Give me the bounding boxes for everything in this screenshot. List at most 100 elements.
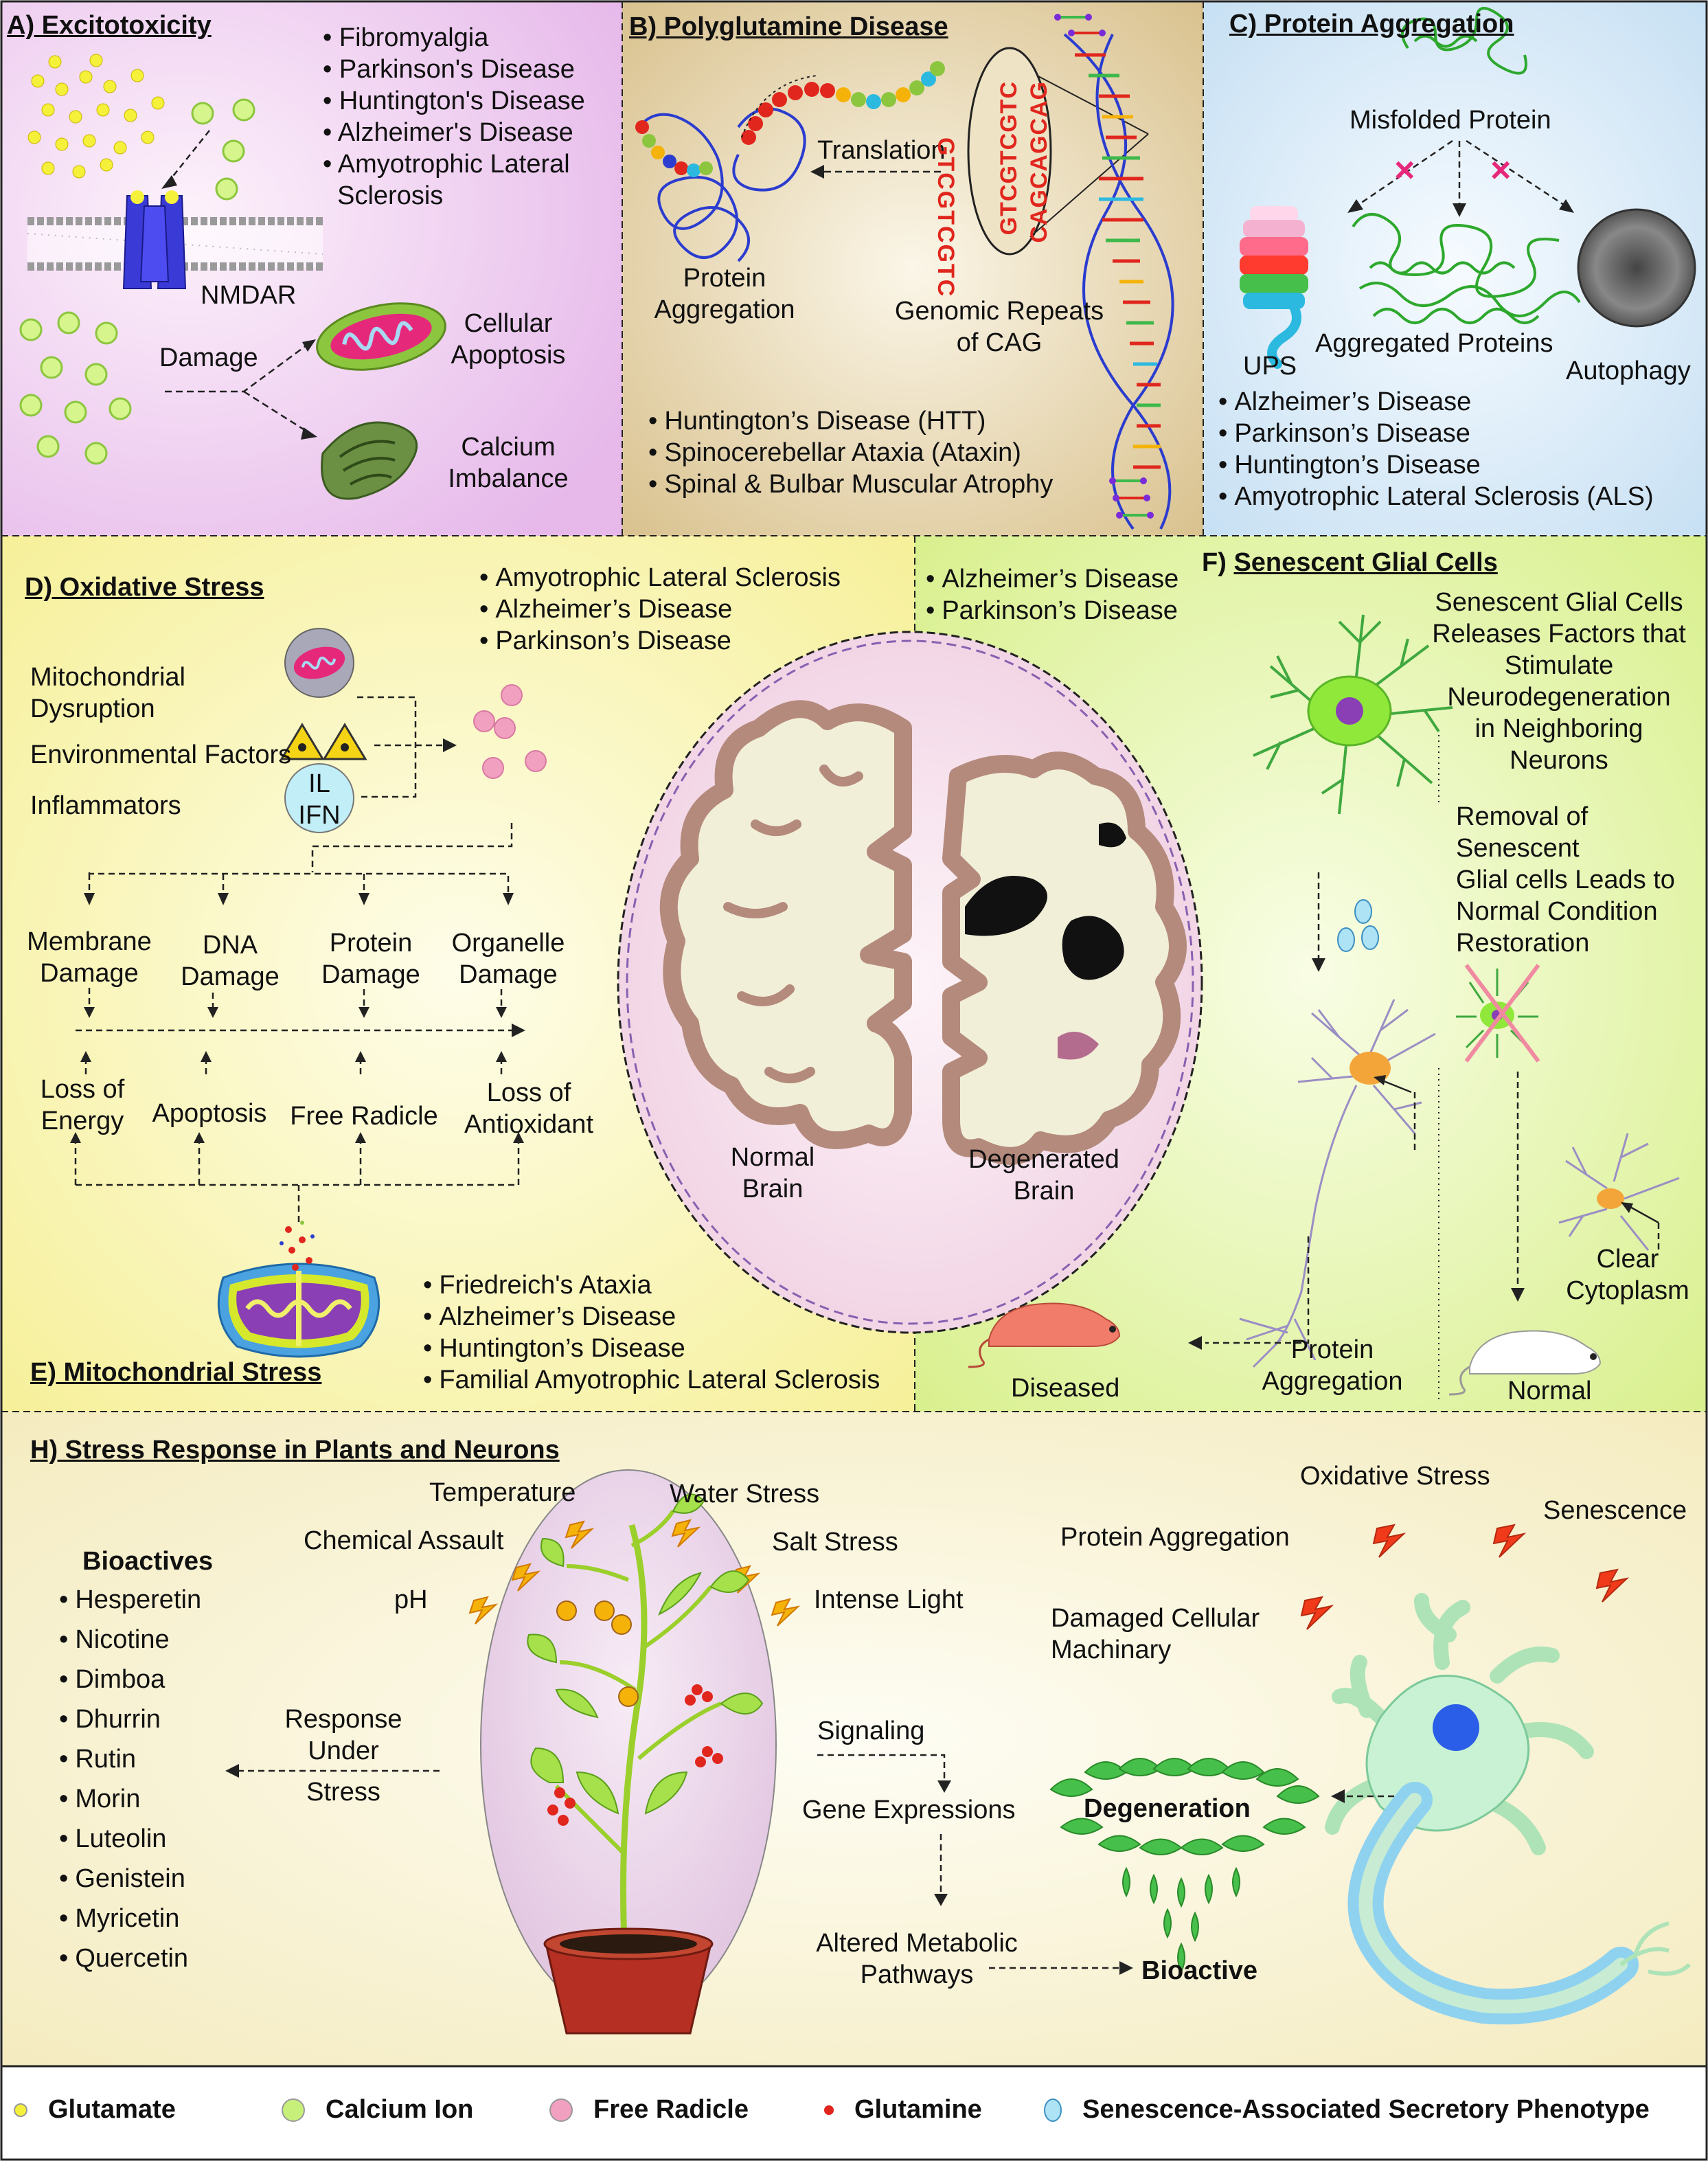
mouse-normal xyxy=(1448,1330,1602,1396)
legend-swatch-icon xyxy=(1044,2098,1062,2122)
list-item: Dhurrin xyxy=(59,1699,201,1739)
list-item: Familial Amyotrophic Lateral Sclerosis xyxy=(423,1364,880,1396)
list-item: Huntington’s Disease (HTT) xyxy=(648,405,1053,437)
inflammator-circle xyxy=(284,763,354,833)
list-item: • Parkinson's Disease xyxy=(323,55,575,84)
cag-ellipse xyxy=(967,47,1149,256)
senescent-glial-cell xyxy=(1253,614,1453,815)
degenerated-brain-hemisphere xyxy=(942,751,1187,1165)
hazard-icon-2 xyxy=(322,723,367,760)
degeneration-leaves xyxy=(1049,1758,1320,1973)
list-item: Sclerosis xyxy=(323,181,444,210)
normal-mouse-label: Normal xyxy=(1507,1377,1592,1405)
aggregated-proteins-label: Aggregated Proteins xyxy=(1315,329,1553,358)
text-line: in Neighboring xyxy=(1474,714,1643,743)
text-line: Releases Factors that xyxy=(1432,620,1686,648)
legend-swatch-icon xyxy=(282,2098,305,2122)
removed-glial-cell xyxy=(1456,964,1540,1063)
list-item: Huntington’s Disease xyxy=(423,1333,880,1364)
panel-b-title: B) Polyglutamine Disease xyxy=(629,12,948,41)
list-item: Morin xyxy=(59,1779,201,1819)
list-item: Amyotrophic Lateral Sclerosis xyxy=(479,562,841,593)
er-calcium xyxy=(321,421,418,500)
panel-b-disease-list: Huntington’s Disease (HTT)Spinocerebella… xyxy=(648,405,1053,500)
legend-item: Free Radicle xyxy=(549,2095,749,2125)
flower-pot xyxy=(543,1927,714,2035)
list-item: Rutin xyxy=(59,1739,201,1779)
list-item: • Huntington's Disease xyxy=(323,87,585,115)
text-line: Stimulate xyxy=(1504,651,1614,680)
free-radicles-d xyxy=(473,684,547,779)
panel-a-title: A) Excitotoxicity xyxy=(7,11,212,40)
plant xyxy=(527,1493,764,1958)
normal-brain-hemisphere xyxy=(659,700,912,1149)
panel-a-disease-list: • Fibromyalgia• Parkinson's Disease• Hun… xyxy=(323,22,585,212)
aggregated-proteins xyxy=(1352,213,1581,324)
legend-swatch-icon xyxy=(14,2103,27,2117)
list-item: Dimboa xyxy=(59,1660,201,1699)
bioactive-label: Bioactive xyxy=(1141,1956,1257,1985)
stress-chemical: Chemical Assault xyxy=(304,1526,504,1555)
stress-salt: Salt Stress xyxy=(772,1528,898,1557)
list-item: Spinal & Bulbar Muscular Atrophy xyxy=(648,468,1053,500)
neuron-stress-senescence: Senescence xyxy=(1543,1496,1687,1525)
legend-label: Calcium Ion xyxy=(326,2095,474,2124)
text-line: Senescent Glial Cells xyxy=(1435,588,1683,617)
signaling-label: Signaling xyxy=(817,1717,925,1745)
bioactives-list: HesperetinNicotineDimboaDhurrinRutinMori… xyxy=(59,1580,201,1978)
mitochondrion-apoptosis xyxy=(316,302,446,371)
list-item: Myricetin xyxy=(59,1899,201,1938)
stress-temperature: Temperature xyxy=(429,1478,576,1507)
panel-f-title: F) Senescent Glial Cells xyxy=(1202,548,1498,577)
inflammators-label: Inflammators xyxy=(30,791,181,820)
panel-c-title: C) Protein Aggregation xyxy=(1229,10,1514,38)
list-item: Quercetin xyxy=(59,1938,201,1978)
list-item: Alzheimer’s Disease xyxy=(1218,386,1654,418)
glutamate-dots xyxy=(27,54,165,179)
legend-label: Glutamate xyxy=(48,2095,176,2124)
panel-d-title: D) Oxidative Stress xyxy=(25,573,264,602)
free-radicle-outcome-label: Free Radicle xyxy=(290,1102,438,1131)
list-item: Spinocerebellar Ataxia (Ataxin) xyxy=(648,437,1053,468)
mouse-diseased xyxy=(968,1302,1121,1368)
calcium-ions-top xyxy=(191,98,255,201)
legend-swatch-icon xyxy=(824,2105,834,2115)
legend-label: Senescence-Associated Secretory Phenotyp… xyxy=(1082,2095,1650,2124)
text-line: Restoration xyxy=(1456,929,1590,958)
gene-expressions-label: Gene Expressions xyxy=(802,1796,1016,1824)
mitochondria-icon-d xyxy=(284,628,354,698)
legend-item: Glutamate xyxy=(14,2095,176,2125)
degeneration-label: Degeneration xyxy=(1084,1794,1251,1823)
text-line: Neurodegeneration xyxy=(1447,683,1671,712)
text-line: Senescent xyxy=(1456,834,1580,863)
list-item: Luteolin xyxy=(59,1819,201,1859)
nmdar-receptor xyxy=(122,190,187,289)
panel-c-disease-list: Alzheimer’s DiseaseParkinson’s DiseaseHu… xyxy=(1218,386,1654,512)
misfolded-protein-label: Misfolded Protein xyxy=(1350,106,1551,135)
svg-text:×: × xyxy=(1490,150,1511,190)
list-item: Amyotrophic Lateral Sclerosis (ALS) xyxy=(1218,481,1653,512)
panel-d-disease-list: Amyotrophic Lateral SclerosisAlzheimer’s… xyxy=(479,562,841,657)
mitochondria-icon-e xyxy=(217,1221,380,1358)
